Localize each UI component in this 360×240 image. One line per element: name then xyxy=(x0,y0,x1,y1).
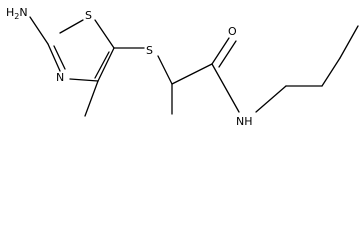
bond-butyl-c3-c4 xyxy=(339,25,359,59)
bond-carbonyl-c-n xyxy=(211,63,240,113)
bond-n3-c2 xyxy=(47,43,61,72)
thiazole-nitrogen-label: N xyxy=(56,71,64,84)
bond-butyl-c2-c3 xyxy=(321,57,341,87)
bond-c2-nh2 xyxy=(29,16,49,45)
bond-thioether-s-ch xyxy=(157,55,173,85)
bond-n-butyl-c1 xyxy=(255,85,287,113)
thiazole-sulfur-label: S xyxy=(85,9,92,22)
bond-c4-methyl xyxy=(84,80,99,117)
carbonyl-oxygen-label: O xyxy=(228,25,237,38)
amine-nh2-label: H2N xyxy=(6,6,28,21)
bond-carbonyl-co-double xyxy=(218,40,237,68)
bond-carbonyl-co xyxy=(211,37,230,65)
bond-c4-n3 xyxy=(69,78,99,82)
bond-ch-carbonyl-c xyxy=(171,63,213,85)
thioether-sulfur-label: S xyxy=(146,44,153,57)
bond-c5-c4-double xyxy=(94,51,110,79)
bond-c5-c4 xyxy=(97,47,115,82)
bond-n3-c2-double xyxy=(53,45,66,70)
bond-c2-s1 xyxy=(59,19,84,34)
amide-nh-label: NH xyxy=(236,115,253,128)
bond-s1-c5 xyxy=(94,19,115,49)
chemical-structure-diagram: H2N S N S O NH xyxy=(6,6,359,128)
